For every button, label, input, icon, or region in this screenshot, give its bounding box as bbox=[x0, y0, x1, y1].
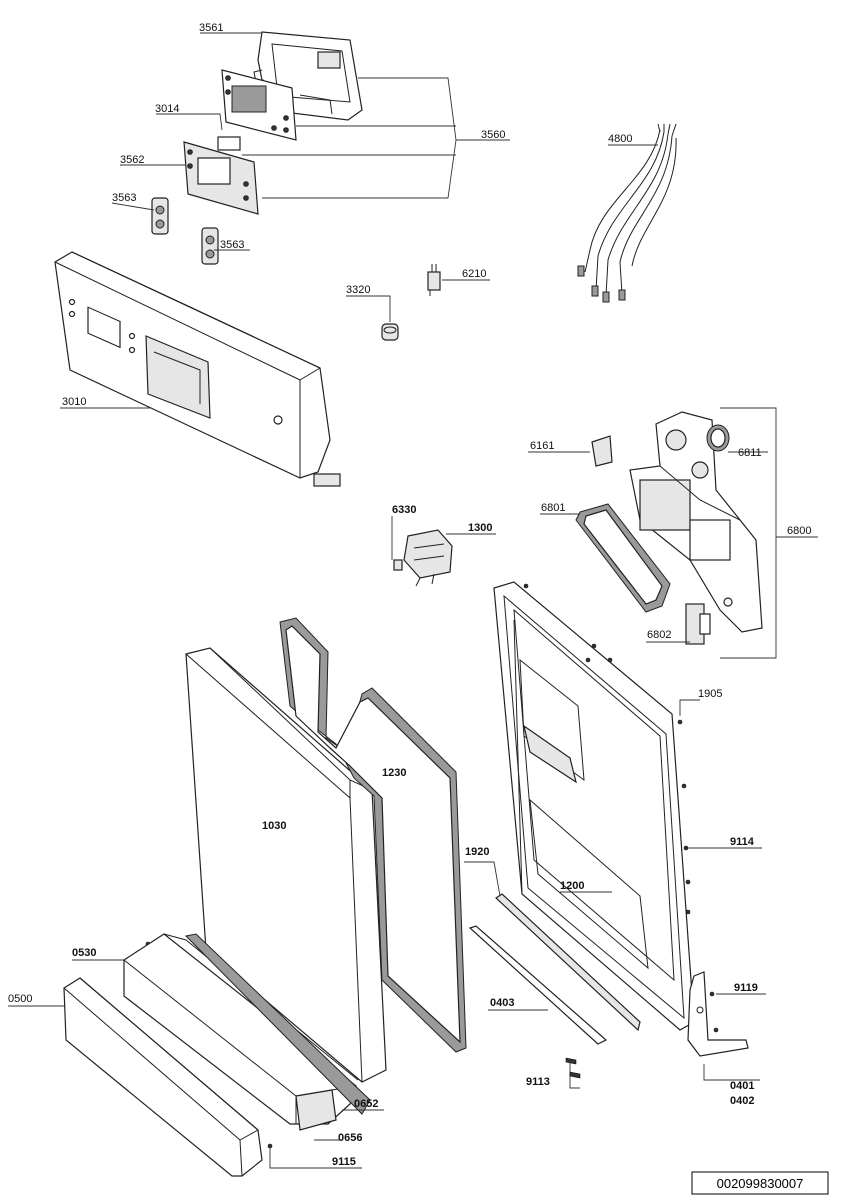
lever-6161 bbox=[591, 435, 613, 467]
label-9115: 9115 bbox=[332, 1156, 356, 1168]
label-6161: 6161 bbox=[530, 440, 554, 452]
document-number: 002099830007 bbox=[717, 1176, 804, 1191]
label-6802: 6802 bbox=[647, 629, 671, 641]
screws bbox=[145, 583, 719, 1149]
label-1230: 1230 bbox=[382, 767, 406, 779]
label-0401: 0401 bbox=[730, 1080, 754, 1092]
label-3563-right: 3563 bbox=[220, 239, 244, 251]
kickplate-bracket-0530 bbox=[123, 933, 359, 1131]
label-9113: 9113 bbox=[526, 1076, 550, 1088]
sensor-1300 bbox=[403, 529, 453, 587]
dispenser-6800 bbox=[629, 411, 763, 633]
knob-3563-right bbox=[201, 227, 219, 265]
label-3010: 3010 bbox=[62, 396, 86, 408]
label-6800: 6800 bbox=[787, 525, 811, 537]
control-board-3560 bbox=[221, 69, 297, 141]
label-6330: 6330 bbox=[392, 504, 416, 516]
door-hinge-0401 bbox=[687, 971, 749, 1057]
label-0652: 0652 bbox=[354, 1098, 378, 1110]
grommet-3320 bbox=[381, 323, 399, 341]
label-1200: 1200 bbox=[560, 880, 584, 892]
inner-door-1200 bbox=[493, 581, 695, 1031]
label-0530: 0530 bbox=[72, 947, 96, 959]
label-0656: 0656 bbox=[338, 1132, 362, 1144]
label-3563-left: 3563 bbox=[112, 192, 136, 204]
label-6210: 6210 bbox=[462, 268, 486, 280]
label-3014: 3014 bbox=[155, 103, 179, 115]
label-3561: 3561 bbox=[199, 22, 223, 34]
label-6801: 6801 bbox=[541, 502, 565, 514]
seal-strip-0403 bbox=[468, 925, 608, 1045]
insulation-1230 bbox=[279, 617, 467, 1053]
label-9114: 9114 bbox=[730, 836, 755, 848]
label-1030: 1030 bbox=[262, 820, 286, 832]
label-1920: 1920 bbox=[465, 846, 489, 858]
label-0403: 0403 bbox=[490, 997, 514, 1009]
dispenser-ring-6811 bbox=[706, 424, 730, 452]
label-6811: 6811 bbox=[738, 447, 762, 459]
label-0500: 0500 bbox=[8, 993, 32, 1005]
label-4800: 4800 bbox=[608, 133, 632, 145]
label-0402: 0402 bbox=[730, 1095, 754, 1107]
clip-6330 bbox=[393, 559, 403, 571]
label-3560: 3560 bbox=[481, 129, 505, 141]
button-panel-3562 bbox=[183, 141, 259, 215]
switch-6210 bbox=[427, 264, 441, 296]
document-number-box: 002099830007 bbox=[691, 1171, 829, 1195]
label-9119: 9119 bbox=[734, 982, 758, 994]
wiring-harness-4800 bbox=[577, 123, 677, 303]
label-3562: 3562 bbox=[120, 154, 144, 166]
dispenser-seal-6801 bbox=[575, 503, 671, 613]
label-3320: 3320 bbox=[346, 284, 370, 296]
knob-3563-left bbox=[151, 197, 169, 235]
actuator-6802 bbox=[685, 603, 711, 645]
display-window-3014 bbox=[217, 136, 241, 151]
kickplate-0500 bbox=[63, 977, 263, 1177]
label-1905: 1905 bbox=[698, 688, 722, 700]
kickplate-trim-0652 bbox=[184, 933, 371, 1115]
control-fascia-3010 bbox=[54, 251, 341, 487]
label-1300: 1300 bbox=[468, 522, 492, 534]
